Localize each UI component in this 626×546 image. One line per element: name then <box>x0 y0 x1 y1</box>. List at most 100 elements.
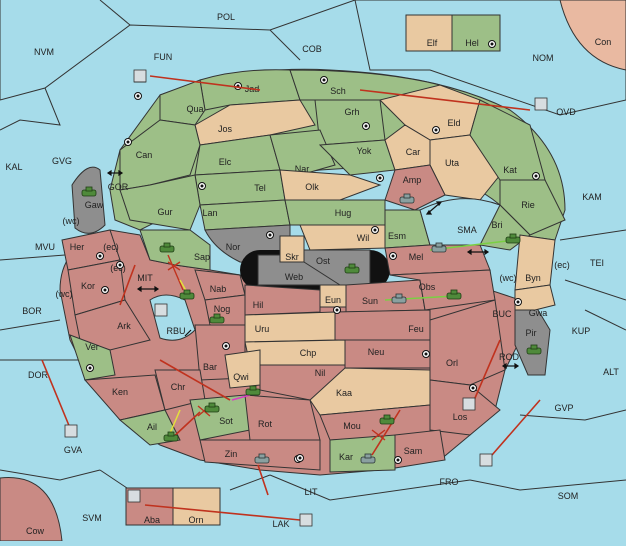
region-label-ken: Ken <box>112 387 128 397</box>
region-label-nor: Nor <box>226 242 241 252</box>
unit-army-gaw[interactable] <box>81 186 97 197</box>
region-sun[interactable]: Sun <box>345 279 426 313</box>
unit-fleet-lak[interactable] <box>299 513 313 527</box>
region-qua[interactable]: Qua <box>159 79 206 126</box>
region-neu[interactable]: Neu <box>344 339 431 369</box>
region-label-jos: Jos <box>218 124 233 134</box>
unit-fleet-los[interactable] <box>462 397 476 411</box>
region-label-bri: Bri <box>492 220 503 230</box>
unit-army-grey-amp[interactable] <box>399 193 415 204</box>
label-fro: FRO <box>440 477 459 487</box>
region-label-rot: Rot <box>258 419 273 429</box>
coast-tag-ec1: (ec) <box>103 242 119 252</box>
region-byn[interactable]: Byn <box>514 234 556 291</box>
region-hel[interactable]: Hel <box>451 14 501 52</box>
region-nar[interactable]: Nar <box>269 129 336 176</box>
unit-army-sot[interactable] <box>204 402 220 413</box>
region-ark[interactable]: Ark <box>74 299 151 351</box>
region-rot[interactable]: Rot <box>244 394 321 441</box>
region-label-ost: Ost <box>316 256 331 266</box>
region-mel[interactable]: Mel <box>384 244 491 276</box>
region-cow[interactable]: Cow <box>0 477 63 542</box>
region-label-qua: Qua <box>186 104 203 114</box>
region-feu[interactable]: Feu <box>334 309 431 341</box>
unit-fleet-fun[interactable] <box>133 69 147 83</box>
unit-army-qwi[interactable] <box>245 385 261 396</box>
region-label-hil: Hil <box>253 300 264 310</box>
unit-army-nab[interactable] <box>179 289 195 300</box>
region-hil[interactable]: Hil <box>244 284 321 316</box>
region-skr[interactable]: Skr <box>279 235 305 263</box>
label-lit: LIT <box>304 487 318 497</box>
label-nom: NOM <box>533 53 554 63</box>
region-label-kor: Kor <box>81 281 95 291</box>
unit-army-sap[interactable] <box>159 242 175 253</box>
label-mit: MIT <box>137 273 153 283</box>
unit-army-nog[interactable] <box>209 313 225 324</box>
unit-fleet-rbu[interactable] <box>154 303 168 317</box>
label-gvg: GVG <box>52 156 72 166</box>
region-label-kat: Kat <box>503 165 517 175</box>
unit-army-ail[interactable] <box>163 431 179 442</box>
unit-army-pir[interactable] <box>526 344 542 355</box>
unit-army-sma[interactable] <box>505 233 521 244</box>
region-label-gaw: Gaw <box>85 200 104 210</box>
region-wil[interactable]: Wil <box>299 224 386 251</box>
region-label-sch: Sch <box>330 86 346 96</box>
region-uru[interactable]: Uru <box>244 311 336 343</box>
region-hug[interactable]: Hug <box>284 199 386 226</box>
region-label-wil: Wil <box>357 233 370 243</box>
unit-army-ost[interactable] <box>344 263 360 274</box>
region-label-con: Con <box>595 37 612 47</box>
region-yok[interactable]: Yok <box>318 139 396 182</box>
coast-tag-ec3: (ec) <box>554 260 570 270</box>
region-label-orn: Orn <box>188 515 203 525</box>
region-label-nil: Nil <box>315 368 326 378</box>
region-gwa[interactable]: Gwa <box>514 284 556 318</box>
region-orn[interactable]: Orn <box>172 487 221 526</box>
region-gaw[interactable]: Gaw <box>71 166 106 234</box>
units[interactable] <box>64 69 548 527</box>
region-label-sun: Sun <box>362 296 378 306</box>
unit-fleet-aba[interactable] <box>127 489 141 503</box>
label-gor: GOR <box>108 182 129 192</box>
region-obs[interactable]: Obs <box>389 269 496 311</box>
unit-army-grey-mel[interactable] <box>431 242 447 253</box>
region-eun[interactable]: Eun <box>319 284 347 308</box>
region-qwi[interactable]: Qwi <box>224 349 261 389</box>
label-tei: TEI <box>590 258 604 268</box>
label-fun: FUN <box>154 52 173 62</box>
unit-fleet-ovd[interactable] <box>534 97 548 111</box>
unit-army-grey-sun[interactable] <box>391 293 407 304</box>
region-con[interactable]: Con <box>559 0 626 71</box>
region-label-obs: Obs <box>419 282 436 292</box>
unit-army-grey-zin[interactable] <box>254 453 270 464</box>
region-label-ail: Ail <box>147 422 157 432</box>
region-grh[interactable]: Grh <box>314 99 386 146</box>
region-tel[interactable]: Tel <box>194 169 286 206</box>
region-sam[interactable]: Sam <box>394 429 446 469</box>
unit-fleet-fro[interactable] <box>479 453 493 467</box>
region-kat[interactable]: Kat <box>469 99 546 181</box>
region-label-los: Los <box>453 412 468 422</box>
unit-army-obs[interactable] <box>446 289 462 300</box>
region-label-elf: Elf <box>427 38 438 48</box>
sea-dividers <box>0 0 626 501</box>
unit-army-mou[interactable] <box>379 414 395 425</box>
unit-fleet-gva[interactable] <box>64 424 78 438</box>
region-sap[interactable]: Sap <box>139 229 211 271</box>
region-label-ver: Ver <box>85 342 99 352</box>
region-elf[interactable]: Elf <box>405 14 453 52</box>
supply-centers <box>86 92 522 464</box>
region-can[interactable]: Can <box>119 119 201 191</box>
unit-army-grey-kar[interactable] <box>360 453 376 464</box>
region-olk[interactable]: Olk <box>279 169 382 201</box>
region-label-esm: Esm <box>388 231 406 241</box>
region-label-chr: Chr <box>171 382 186 392</box>
region-label-bar: Bar <box>203 362 217 372</box>
region-kar[interactable]: Kar <box>329 434 396 473</box>
region-gur[interactable]: Gur <box>119 174 201 231</box>
region-ver[interactable]: Ver <box>69 334 116 381</box>
